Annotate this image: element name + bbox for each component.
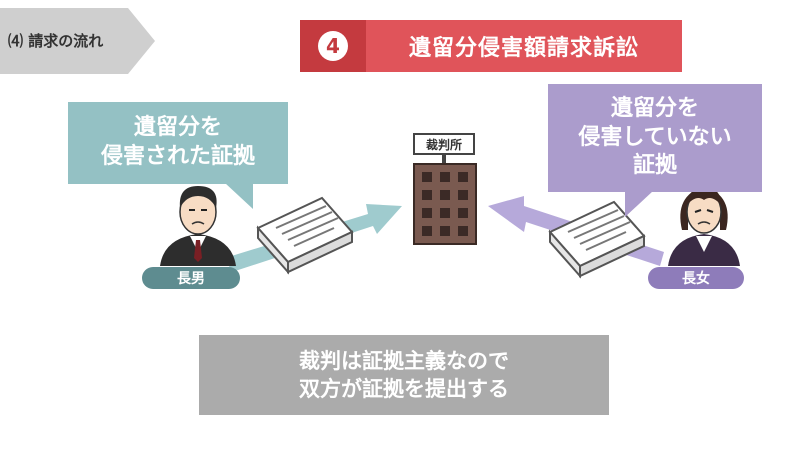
left-bubble-line-1: 遺留分を bbox=[133, 115, 222, 141]
right-document-icon bbox=[548, 200, 646, 279]
eldest-son-name-tag: 長男 bbox=[142, 267, 240, 289]
bottom-note-box: 裁判は証拠主義なので 双方が証拠を提出する bbox=[199, 335, 609, 415]
left-speech-bubble: 遺留分を 侵害された証拠 bbox=[68, 102, 288, 184]
court-sign-label: 裁判所 bbox=[425, 137, 462, 152]
title-banner: 4 遺留分侵害額請求訴訟 bbox=[300, 20, 682, 72]
bottom-note-line-2: 双方が証拠を提出する bbox=[299, 377, 509, 401]
right-bubble-line-3: 証拠 bbox=[632, 153, 677, 179]
eldest-daughter-icon bbox=[668, 186, 740, 266]
title-text: 遺留分侵害額請求訴訟 bbox=[408, 36, 639, 61]
section-tab: ⑷ 請求の流れ bbox=[0, 8, 155, 74]
eldest-daughter-name-tag: 長女 bbox=[648, 267, 744, 289]
section-tab-label: ⑷ 請求の流れ bbox=[8, 32, 104, 50]
right-speech-bubble: 遺留分を 侵害していない 証拠 bbox=[548, 84, 762, 192]
left-document-icon bbox=[256, 196, 354, 275]
left-bubble-line-2: 侵害された証拠 bbox=[100, 144, 255, 169]
title-number-box: 4 bbox=[300, 20, 366, 72]
court-building-icon bbox=[413, 133, 477, 245]
eldest-son-icon bbox=[160, 186, 236, 266]
bottom-note-line-1: 裁判は証拠主義なので bbox=[299, 348, 509, 373]
right-bubble-line-2: 侵害していない bbox=[578, 124, 732, 150]
left-bubble-tail bbox=[225, 183, 253, 209]
title-number: 4 bbox=[318, 31, 348, 61]
right-bubble-line-1: 遺留分を bbox=[610, 96, 699, 122]
right-bubble-tail bbox=[625, 191, 653, 217]
